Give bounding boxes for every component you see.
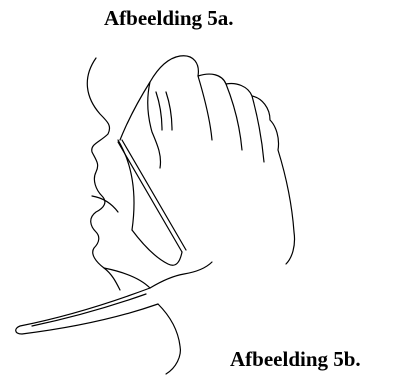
wrist-line	[150, 262, 212, 288]
finger-line-3	[252, 96, 264, 162]
hand-outline	[120, 56, 295, 264]
figure-caption-5b: Afbeelding 5b.	[230, 349, 361, 370]
spatula-edge-top	[118, 142, 182, 252]
face-profile-line	[87, 58, 120, 290]
tray-inner-edge	[32, 294, 146, 326]
thumb-outline	[148, 82, 161, 168]
spatula-edge-bottom	[122, 140, 186, 250]
jaw-line	[104, 268, 150, 288]
tray-outline	[16, 288, 158, 334]
finger-line-2	[226, 84, 242, 150]
finger-line-1	[198, 76, 212, 140]
cheek-line	[118, 140, 134, 230]
thumb-nail	[156, 92, 172, 130]
palm-line	[132, 230, 182, 265]
neck-line	[158, 304, 180, 374]
